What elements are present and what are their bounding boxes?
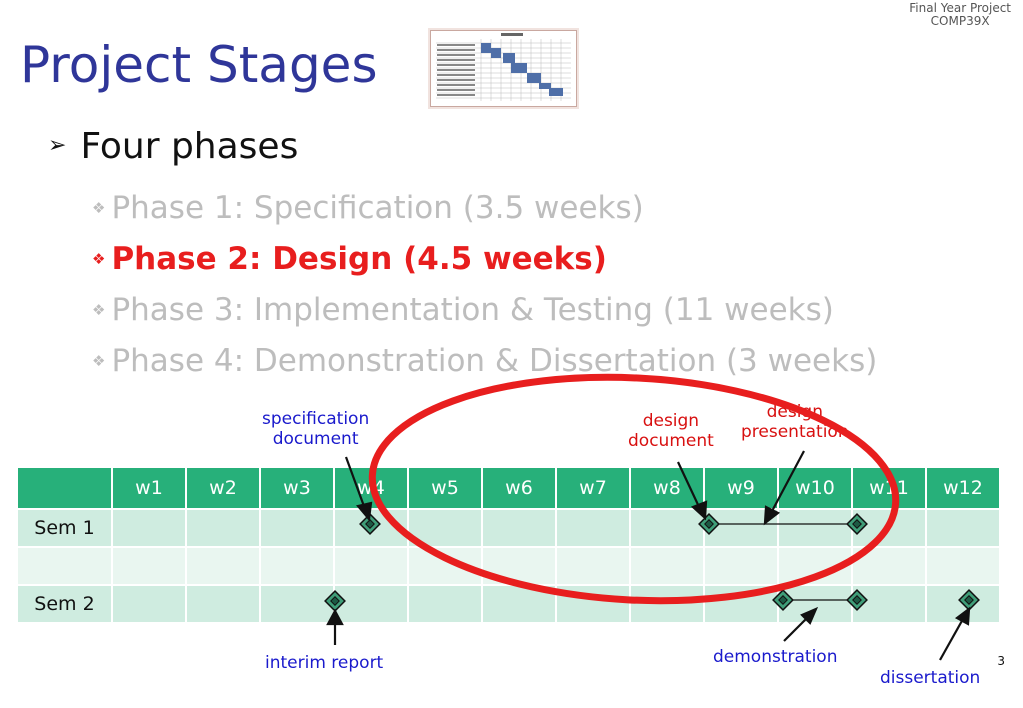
timeline-cell	[703, 546, 779, 586]
timeline-cell	[407, 584, 483, 624]
timeline-cell	[111, 546, 187, 586]
timeline-cell	[259, 584, 335, 624]
timeline-cell	[333, 546, 409, 586]
arrow-dissertation	[939, 606, 971, 661]
highlight-circle	[368, 373, 900, 605]
week-header: w6	[481, 466, 557, 510]
week-header: w5	[407, 466, 483, 510]
milestone-design-presentation-marker	[846, 513, 868, 535]
timeline-cell	[185, 546, 261, 586]
page-number: 3	[997, 654, 1005, 668]
milestone-demonstration-start-marker	[772, 589, 794, 611]
week-header: w8	[629, 466, 705, 510]
timeline-cell	[629, 546, 705, 586]
timeline-cell	[925, 508, 1001, 548]
arrow-demonstration	[783, 606, 819, 642]
week-header-row: w1 w2 w3 w4 w5 w6 w7 w8 w9 w10 w11 w12	[16, 466, 1001, 510]
label-specification-document: specification document	[262, 409, 370, 449]
timeline-cell	[185, 508, 261, 548]
label-dissertation: dissertation	[880, 668, 981, 688]
milestone-interim-report-marker	[324, 590, 346, 612]
timeline-cell	[111, 508, 187, 548]
timeline-row-spacer	[16, 546, 1001, 586]
phase-label: Phase 1: Specification (3.5 weeks)	[111, 190, 644, 226]
milestone-design-document-marker	[698, 513, 720, 535]
diamond-bullet-icon: ❖	[92, 352, 106, 370]
phase-label: Phase 3: Implementation & Testing (11 we…	[111, 292, 834, 328]
arrow-design-document	[677, 461, 708, 521]
phase-item-4: ❖ Phase 4: Demonstration & Dissertation (…	[92, 343, 877, 379]
arrow-bullet-icon: ➢	[48, 133, 67, 158]
row-label	[16, 546, 113, 586]
arrow-design-presentation	[763, 450, 805, 526]
gantt-thumbnail-image	[430, 30, 577, 107]
timeline-cell	[111, 584, 187, 624]
phase-label: Phase 2: Design (4.5 weeks)	[111, 241, 607, 277]
timeline-cell	[555, 546, 631, 586]
label-design-document: design document	[628, 411, 714, 451]
phase-item-1: ❖ Phase 1: Specification (3.5 weeks)	[92, 190, 644, 226]
arrow-interim-report	[326, 608, 344, 645]
timeline-cell	[925, 546, 1001, 586]
week-header: w1	[111, 466, 187, 510]
milestone-dissertation-marker	[958, 589, 980, 611]
timeline-cell	[851, 584, 927, 624]
bullet-text: Four phases	[80, 126, 299, 167]
duration-lines	[709, 523, 857, 601]
row-label: Sem 2	[16, 584, 113, 624]
diamond-bullet-icon: ❖	[92, 301, 106, 319]
week-header: w7	[555, 466, 631, 510]
timeline-cell	[777, 508, 853, 548]
corner-cell	[16, 466, 113, 510]
row-label: Sem 1	[16, 508, 113, 548]
timeline-cell	[629, 508, 705, 548]
timeline-row-sem1: Sem 1	[16, 508, 1001, 548]
timeline-cell	[555, 508, 631, 548]
course-code: COMP39X	[930, 14, 990, 28]
week-header: w2	[185, 466, 261, 510]
milestone-demonstration-end-marker	[846, 589, 868, 611]
timeline-cell	[481, 508, 557, 548]
diamond-bullet-icon: ❖	[92, 199, 106, 217]
arrow-specification	[344, 456, 373, 522]
week-header: w3	[259, 466, 335, 510]
phase-item-2-highlighted: ❖ Phase 2: Design (4.5 weeks)	[92, 241, 607, 277]
slide-title: Project Stages	[20, 36, 378, 94]
phase-item-3: ❖ Phase 3: Implementation & Testing (11 w…	[92, 292, 834, 328]
timeline-cell	[333, 584, 409, 624]
diamond-bullet-icon: ❖	[92, 250, 106, 268]
label-interim-report: interim report	[265, 653, 384, 673]
timeline-cell	[185, 584, 261, 624]
week-header: w12	[925, 466, 1001, 510]
bullet-four-phases: ➢ Four phases	[48, 126, 298, 167]
label-demonstration: demonstration	[713, 647, 838, 667]
week-header: w10	[777, 466, 853, 510]
course-label: Final Year Project COMP39X	[909, 2, 1011, 28]
timeline-cell	[259, 508, 335, 548]
course-name: Final Year Project	[909, 1, 1011, 15]
phase-label: Phase 4: Demonstration & Dissertation (3…	[111, 343, 878, 379]
timeline-cell	[259, 546, 335, 586]
week-header: w9	[703, 466, 779, 510]
